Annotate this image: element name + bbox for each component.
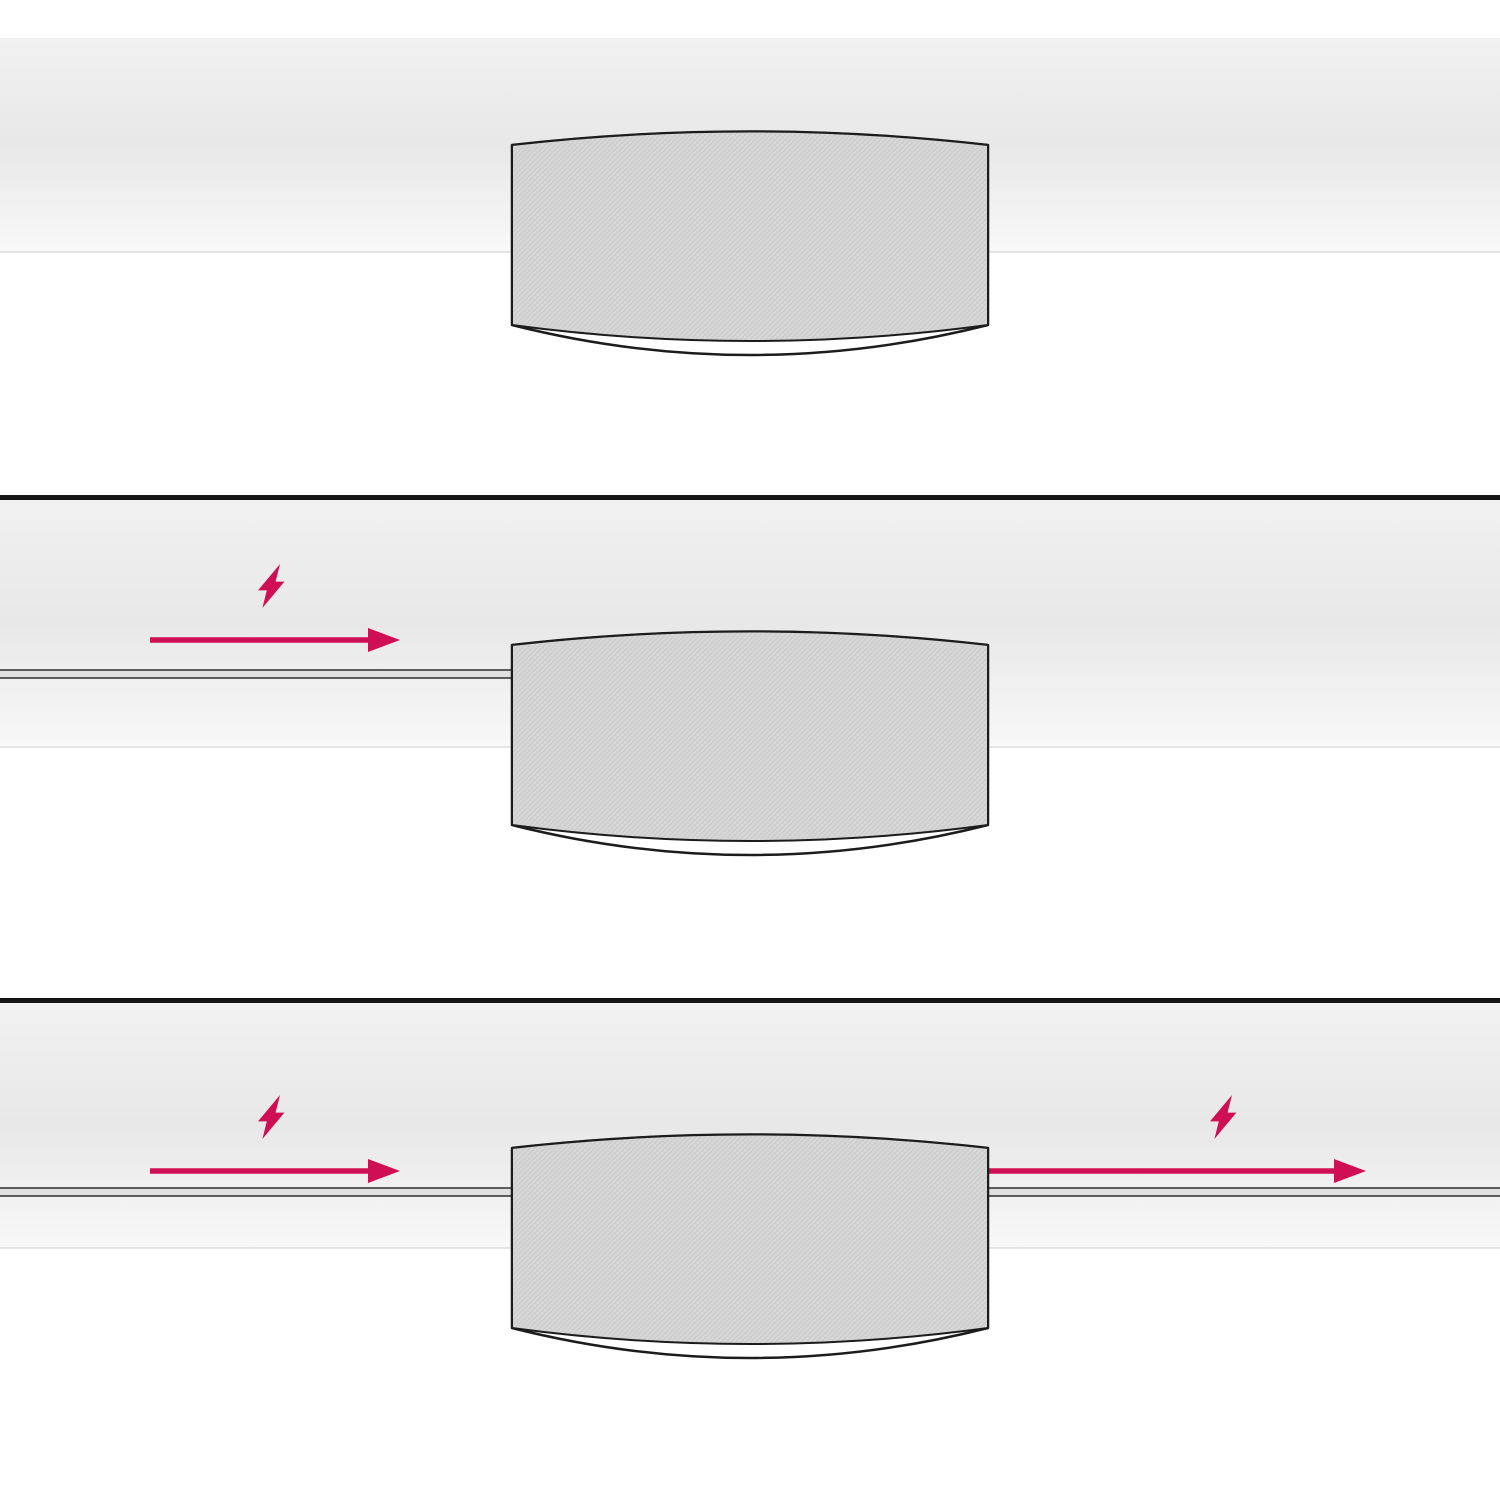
- drum-lampshade: [510, 130, 990, 357]
- panel-lamp-cable-passing-through: [0, 1003, 1500, 1500]
- power-flow-indicator-left: [150, 1095, 400, 1183]
- drum-fabric-shade: [511, 130, 989, 342]
- drum-lampshade: [510, 630, 990, 857]
- panel-lamp-flush-mounted: [0, 0, 1500, 500]
- arrow-right-icon: [368, 1159, 400, 1183]
- drum-fabric-shade: [511, 630, 989, 842]
- drum-fabric-shade: [511, 1133, 989, 1345]
- panel-3-illustration: [0, 1003, 1500, 1360]
- power-flow-indicator-left: [150, 564, 400, 652]
- panel-1-illustration: [0, 38, 1500, 357]
- panel-2-illustration: [0, 500, 1500, 857]
- drum-lampshade: [510, 1133, 990, 1360]
- lightning-bolt-icon: [1210, 1095, 1237, 1139]
- arrow-right-icon: [368, 628, 400, 652]
- panel-lamp-cable-entering-left: [0, 500, 1500, 1003]
- lightning-bolt-icon: [258, 564, 285, 608]
- lightning-bolt-icon: [258, 1095, 285, 1139]
- arrow-right-icon: [1334, 1159, 1366, 1183]
